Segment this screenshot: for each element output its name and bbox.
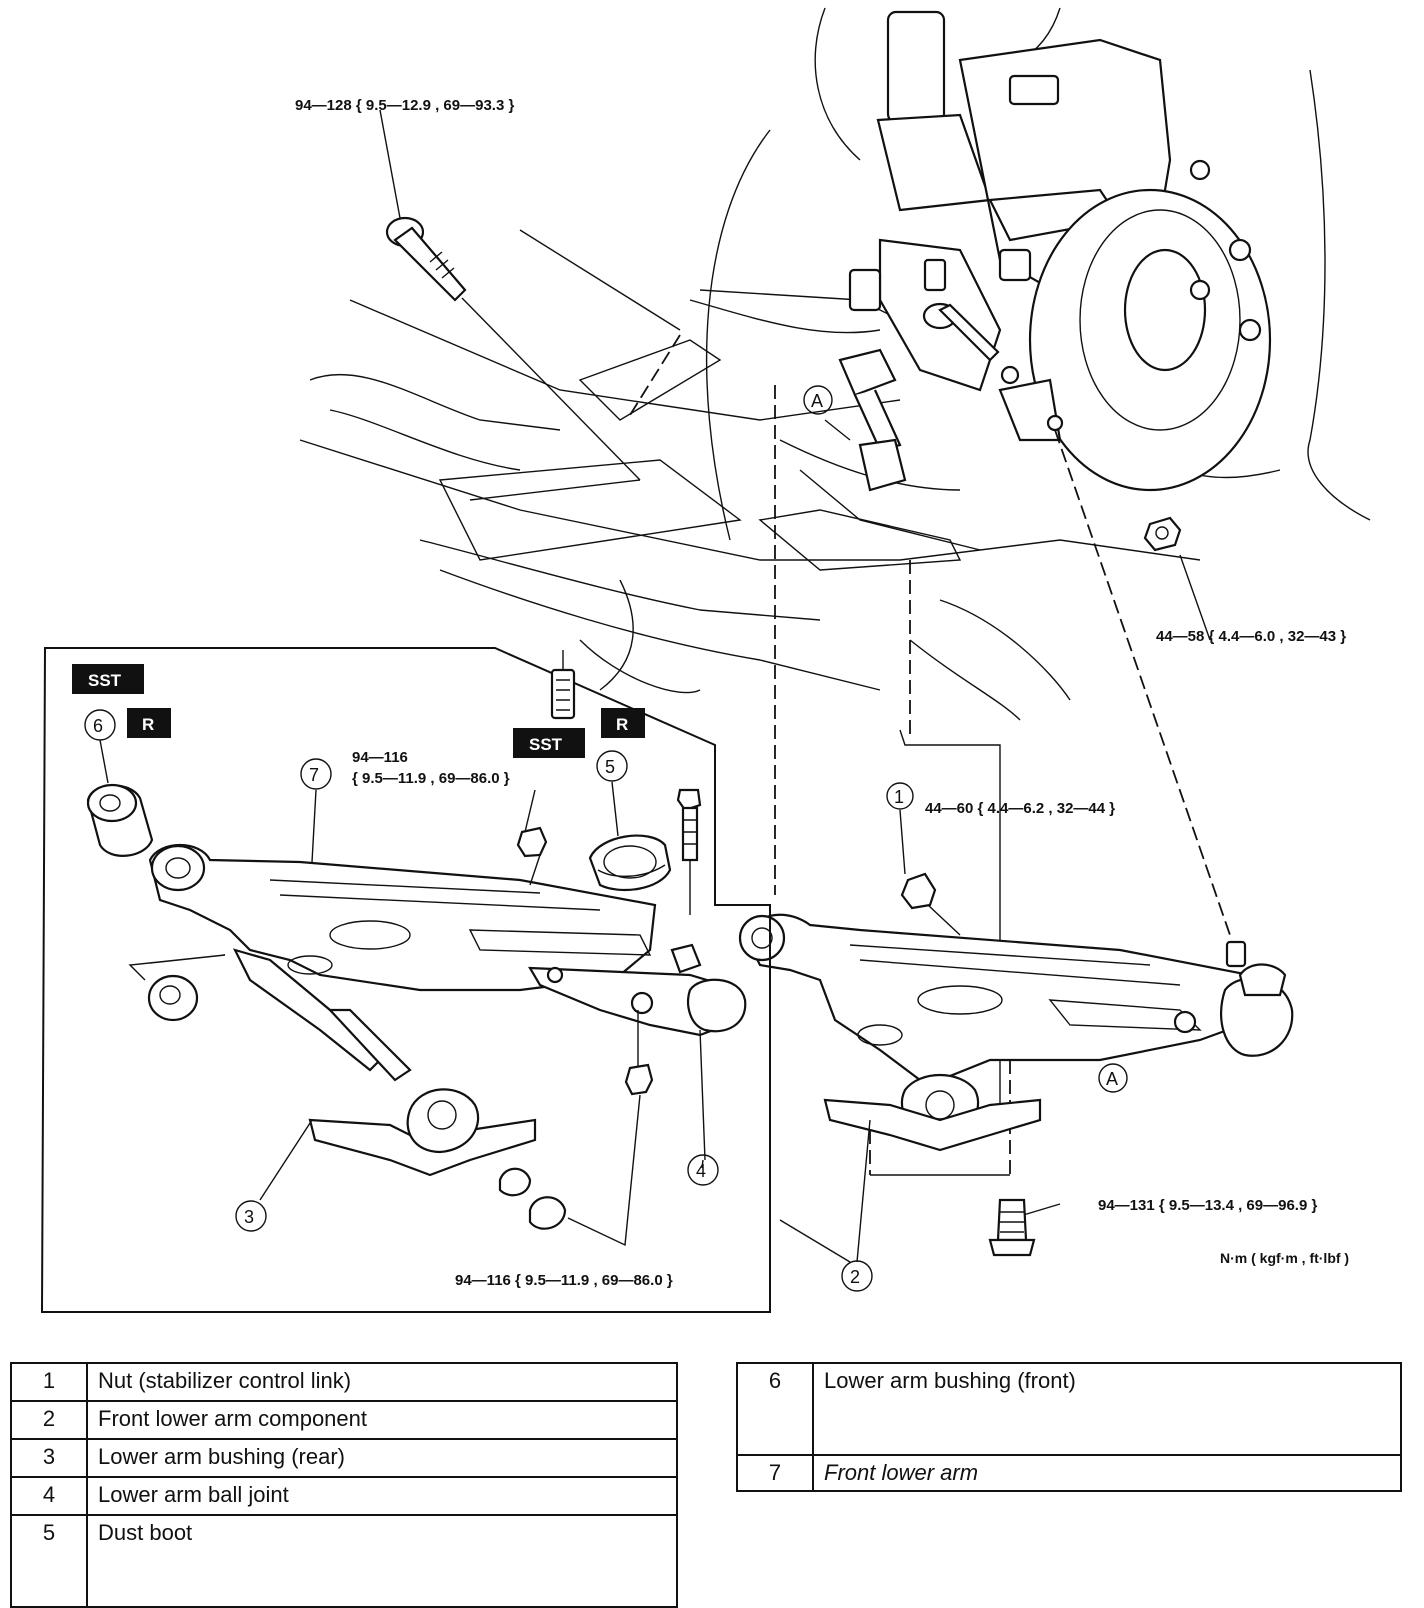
callouts-main: A A 1 2: [779, 385, 1128, 1292]
legend-row: 5 Dust boot: [10, 1514, 678, 1608]
r-badge-2: [601, 708, 645, 738]
legend-num: 2: [10, 1400, 88, 1440]
legend-label: Dust boot: [86, 1514, 678, 1608]
legend-label: Lower arm bushing (front): [812, 1362, 1402, 1456]
sst-badge-1: [72, 664, 144, 694]
ref-a-top: A: [811, 391, 823, 411]
sst-badge-2-text: SST: [529, 735, 563, 754]
legend-table-right: 6 Lower arm bushing (front) 7 Front lowe…: [736, 1362, 1402, 1492]
brake-knuckle-assembly: [848, 10, 1272, 492]
legend-num: 7: [736, 1454, 814, 1492]
dust-boot: [588, 834, 672, 892]
legend-row: 1 Nut (stabilizer control link): [10, 1362, 678, 1402]
torque-upper-bolt: 94—128 { 9.5—12.9 , 69—93.3 }: [295, 97, 514, 114]
legend-label: Lower arm ball joint: [86, 1476, 678, 1516]
callout-4: 4: [696, 1161, 706, 1181]
torque-stabilizer-nut: 44—60 { 4.4—6.2 , 32—44 }: [925, 800, 1115, 817]
ball-joint-nut: [1143, 516, 1182, 552]
torque-ball-joint-nut: 44—58 { 4.4—6.0 , 32—43 }: [1156, 628, 1346, 645]
legend-label: Front lower arm: [812, 1454, 1402, 1492]
legend-num: 4: [10, 1476, 88, 1516]
ref-a-bottom: A: [1106, 1069, 1118, 1089]
legend-num: 6: [736, 1362, 814, 1456]
inset-ball-joint: [528, 943, 747, 1161]
leader-lines-main: [379, 109, 1231, 1217]
sst-tool: [550, 650, 576, 720]
inset-lower-arm: [128, 843, 657, 1082]
legend-num: 3: [10, 1438, 88, 1478]
assembled-lower-arm: [738, 872, 1294, 1152]
callout-7: 7: [309, 765, 319, 785]
legend-label: Nut (stabilizer control link): [86, 1362, 678, 1402]
rear-bushing: [308, 1088, 537, 1177]
torque-inset-nut-top-line2: { 9.5—11.9 , 69—86.0 }: [352, 770, 510, 787]
inset-fasteners: [498, 788, 702, 1230]
callout-1: 1: [894, 787, 904, 807]
front-bushing: [86, 783, 154, 857]
torque-units: N·m ( kgf·m , ft·lbf ): [1220, 1250, 1349, 1266]
exploded-diagram: A A 1 2 94—128 { 9.5—12.9 , 69—93.3 } 44…: [40, 7, 1371, 1313]
legend-row: 6 Lower arm bushing (front): [736, 1362, 1402, 1456]
r-badge-1-text: R: [142, 715, 154, 734]
legend-row: 2 Front lower arm component: [10, 1400, 678, 1440]
callout-6: 6: [93, 716, 103, 736]
legend-row: 4 Lower arm ball joint: [10, 1476, 678, 1516]
legend-row: 3 Lower arm bushing (rear): [10, 1438, 678, 1478]
callout-5: 5: [605, 757, 615, 777]
legend-table-left: 1 Nut (stabilizer control link) 2 Front …: [10, 1362, 678, 1608]
torque-rear-bolt: 94—131 { 9.5—13.4 , 69—96.9 }: [1098, 1197, 1317, 1214]
knuckle-bolt: [922, 302, 1000, 362]
badges-inset: SST R SST R: [72, 664, 645, 758]
legend-num: 5: [10, 1514, 88, 1608]
r-badge-1: [127, 708, 171, 738]
torque-inset-nut-top-line1: 94—116: [352, 749, 408, 766]
sst-badge-1-text: SST: [88, 671, 122, 690]
legend-label: Lower arm bushing (rear): [86, 1438, 678, 1478]
legend-num: 1: [10, 1362, 88, 1402]
upper-bolt: [385, 216, 467, 302]
callout-2: 2: [850, 1267, 860, 1287]
rear-bolt: [988, 1198, 1036, 1257]
legend-label: Front lower arm component: [86, 1400, 678, 1440]
r-badge-2-text: R: [616, 715, 628, 734]
inset-frame: [40, 647, 771, 1313]
callouts-inset: 6 7 5 3 4: [84, 709, 719, 1232]
legend-row: 7 Front lower arm: [736, 1454, 1402, 1492]
torque-inset-nut-bottom: 94—116 { 9.5—11.9 , 69—86.0 }: [455, 1272, 673, 1289]
leader-lines-inset: [99, 739, 704, 1247]
sst-badge-2: [513, 728, 585, 758]
stabilizer-control-link: [838, 348, 907, 492]
callout-3: 3: [244, 1207, 254, 1227]
